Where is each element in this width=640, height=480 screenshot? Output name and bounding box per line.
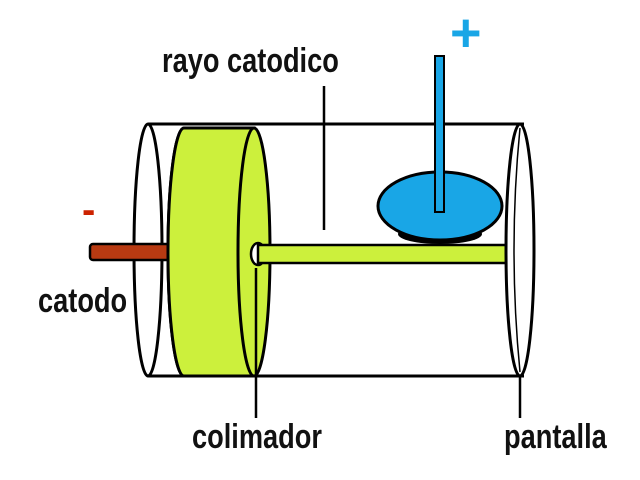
collimator-body: [166, 126, 256, 378]
rayo-catodico-label: rayo catodico: [162, 42, 339, 80]
minus-sign: -: [82, 188, 96, 232]
pantalla-label: pantalla: [504, 418, 607, 456]
colimador-label: colimador: [192, 418, 322, 456]
anode-post: [434, 55, 445, 213]
screen-inner-curve: [513, 127, 521, 373]
catodo-label: catodo: [38, 282, 128, 320]
plus-sign: +: [450, 3, 482, 63]
cathode-ray-beam: [256, 243, 512, 265]
screen: [504, 122, 536, 378]
